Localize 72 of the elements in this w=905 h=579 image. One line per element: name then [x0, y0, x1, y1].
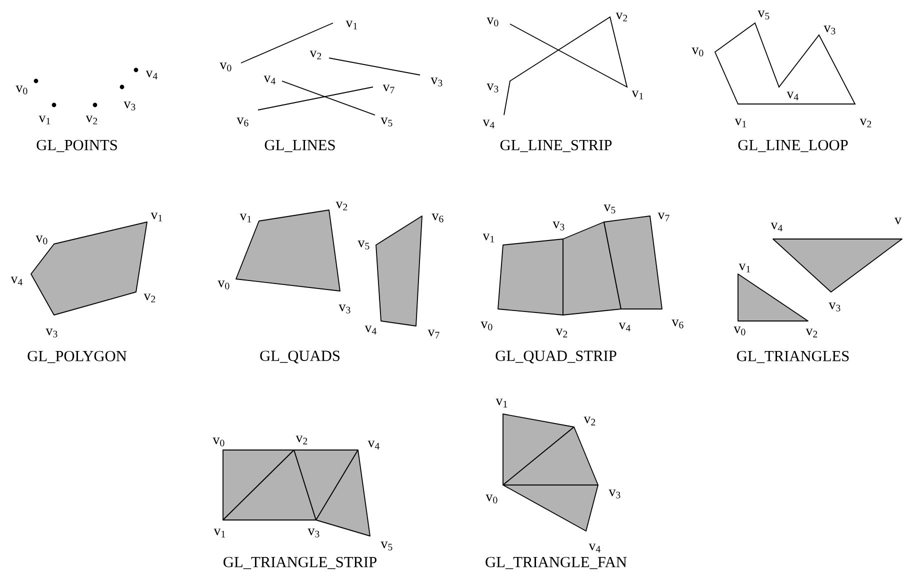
vertex-label: v$_{0}$ — [734, 326, 746, 336]
vertex-label: v$_{2}$ — [310, 50, 322, 60]
caption: GL_QUAD_STRIP — [496, 350, 616, 364]
vertex-label: v$_{2}$ — [336, 202, 348, 210]
vertex-label: v$_{3}$ — [828, 302, 840, 312]
vertex-label: v$_{1}$ — [482, 234, 494, 242]
vertex-label: v$_{3}$ — [430, 78, 442, 86]
caption: GL_POINTS — [36, 140, 117, 152]
vertex-label: v$_{5}$ — [380, 542, 392, 550]
vertex-label: v$_{2}$ — [806, 328, 818, 338]
vertex-label: v$_{6}$ — [672, 320, 684, 328]
caption: GL_LINES — [264, 140, 335, 152]
vertex-label: v$_{4}$ — [10, 276, 22, 286]
vertex-label: v$_{4}$ — [770, 222, 782, 232]
vertex-label: v$_{2}$ — [144, 294, 156, 302]
caption: GL_TRIANGLE_FAN — [486, 556, 627, 570]
vertex-label: v$_{7}$ — [382, 84, 394, 94]
vertex-label: v$_{5}$ — [758, 10, 770, 20]
vertex-label: v$_{1}$ — [150, 212, 162, 222]
vertex-label: v$_{0}$ — [692, 48, 704, 56]
vertex-label: v$_{1}$ — [240, 214, 252, 222]
vertex-label: v$_{2}$ — [296, 436, 308, 444]
vertex-label: v$_{5}$ — [604, 204, 616, 214]
caption: GL_LINE_STRIP — [500, 140, 612, 152]
vertex-label: v$_{6}$ — [432, 214, 444, 222]
vertex-label: v$_{5}$ — [358, 240, 370, 250]
vertex-label: v$_{4}$ — [264, 76, 276, 84]
caption: GL_QUADS — [260, 350, 340, 364]
vertex-label: v$_{0}$ — [212, 438, 224, 446]
vertex-label: v$_{4}$ — [618, 322, 630, 332]
caption: GL_TRIANGLES — [737, 350, 849, 364]
vertex-label: v$_{3}$ — [124, 102, 136, 110]
caption: GL_TRIANGLE_STRIP — [224, 556, 376, 570]
vertex-label: v$_{2}$ — [556, 328, 568, 338]
vertex-label: v$_{0}$ — [480, 322, 492, 330]
vertex-label: v$_{0}$ — [220, 62, 232, 72]
vertex-label: v$_{1}$ — [346, 20, 358, 30]
vertex-label: v$_{4}$ — [588, 544, 600, 552]
vertex-label: v$_{0}$ — [16, 86, 28, 94]
vertex-label: v$_{4}$ — [786, 92, 798, 100]
vertex-label: v$_{1}$ — [632, 90, 644, 100]
vertex-label: v$_{0}$ — [486, 18, 498, 26]
vertex-label: v$_{4}$ — [146, 70, 158, 80]
vertex-label: v$_{2}$ — [860, 118, 872, 128]
vertex-label: v$_{3}$ — [824, 26, 836, 34]
caption: GL_LINE_LOOP — [738, 140, 848, 152]
vertex-label: v$_{5}$ — [380, 118, 392, 126]
vertex-label: v$_{2}$ — [584, 416, 596, 426]
vertex-label: v$_{7}$ — [658, 212, 670, 222]
vertex-label: v$_{3}$ — [552, 222, 564, 230]
vertex-label: v$_{7}$ — [428, 330, 440, 338]
vertex-label: v$_{4}$ — [364, 326, 376, 334]
vertex-label: v$_{2}$ — [616, 12, 628, 22]
vertex-label: v$_{3}$ — [608, 490, 620, 498]
vertex-label: v$_{1}$ — [496, 398, 508, 408]
vertex-label: v$_{3}$ — [338, 304, 350, 314]
vertex-label: v$_{4}$ — [368, 440, 380, 450]
vertex-label: v$_{1}$ — [734, 118, 746, 128]
vertex-label: v$_{1}$ — [38, 116, 50, 124]
vertex-label: v$_{0}$ — [486, 494, 498, 504]
vertex-label: v$_{3}$ — [46, 328, 58, 338]
vertex-label: v$_{0}$ — [218, 280, 230, 290]
vertex-label: v$_{6}$ — [236, 118, 248, 126]
vertex-label: v — [894, 218, 902, 224]
caption: GL_POLYGON — [28, 350, 127, 364]
vertex-label: v$_{1}$ — [738, 264, 750, 272]
vertex-label: v$_{4}$ — [482, 120, 494, 128]
vertex-label: v$_{1}$ — [214, 528, 226, 538]
vertex-label: v$_{3}$ — [486, 84, 498, 92]
vertex-label: v$_{2}$ — [86, 116, 98, 124]
vertex-label: v$_{3}$ — [308, 528, 320, 538]
vertex-label: v$_{0}$ — [36, 236, 48, 244]
